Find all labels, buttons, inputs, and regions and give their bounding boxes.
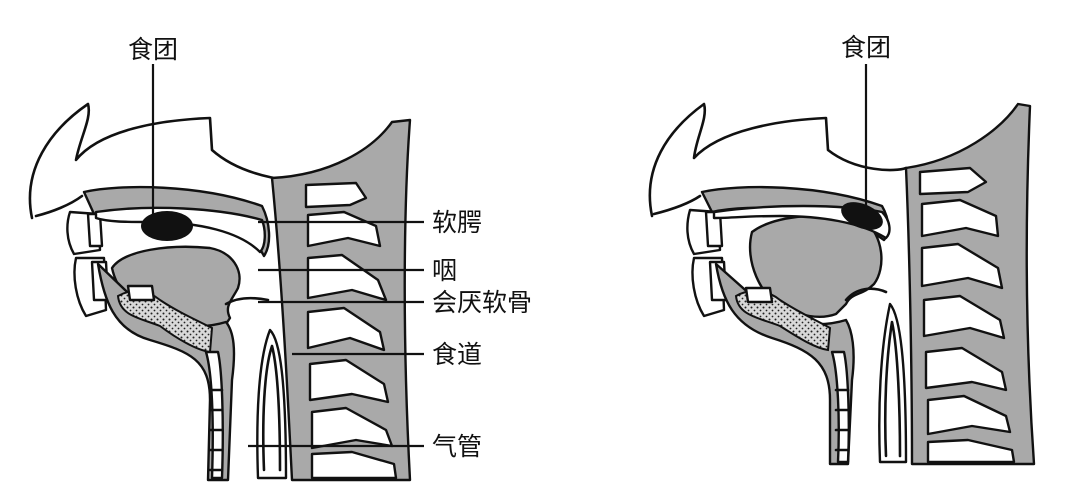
right-trachea bbox=[830, 350, 850, 464]
epiglottis-label: 会厌软骨 bbox=[432, 288, 532, 317]
trachea-label: 气管 bbox=[432, 432, 482, 461]
esophagus-label: 食道 bbox=[432, 340, 482, 369]
right-epiglottis bbox=[844, 287, 888, 302]
left-food-bolus bbox=[141, 211, 193, 241]
left-soft-palate bbox=[94, 206, 266, 254]
right-food-bolus bbox=[841, 202, 883, 230]
left-epiglottis bbox=[224, 296, 270, 306]
left-trachea bbox=[204, 350, 224, 480]
left-vertebrae bbox=[304, 181, 398, 480]
right-panel: 食团 bbox=[648, 33, 1036, 466]
right-vertebrae bbox=[918, 166, 1016, 464]
right-skull-outline bbox=[648, 102, 908, 218]
left-bolus-label: 食团 bbox=[128, 35, 178, 64]
pharynx-label: 咽 bbox=[432, 256, 457, 285]
right-bolus-label: 食团 bbox=[841, 33, 891, 62]
left-esophagus bbox=[256, 328, 288, 480]
left-skull-outline bbox=[28, 102, 275, 220]
left-panel: 食团 软腭 咽 会厌软骨 食道 气管 bbox=[28, 35, 532, 482]
soft-palate-label: 软腭 bbox=[432, 208, 482, 237]
